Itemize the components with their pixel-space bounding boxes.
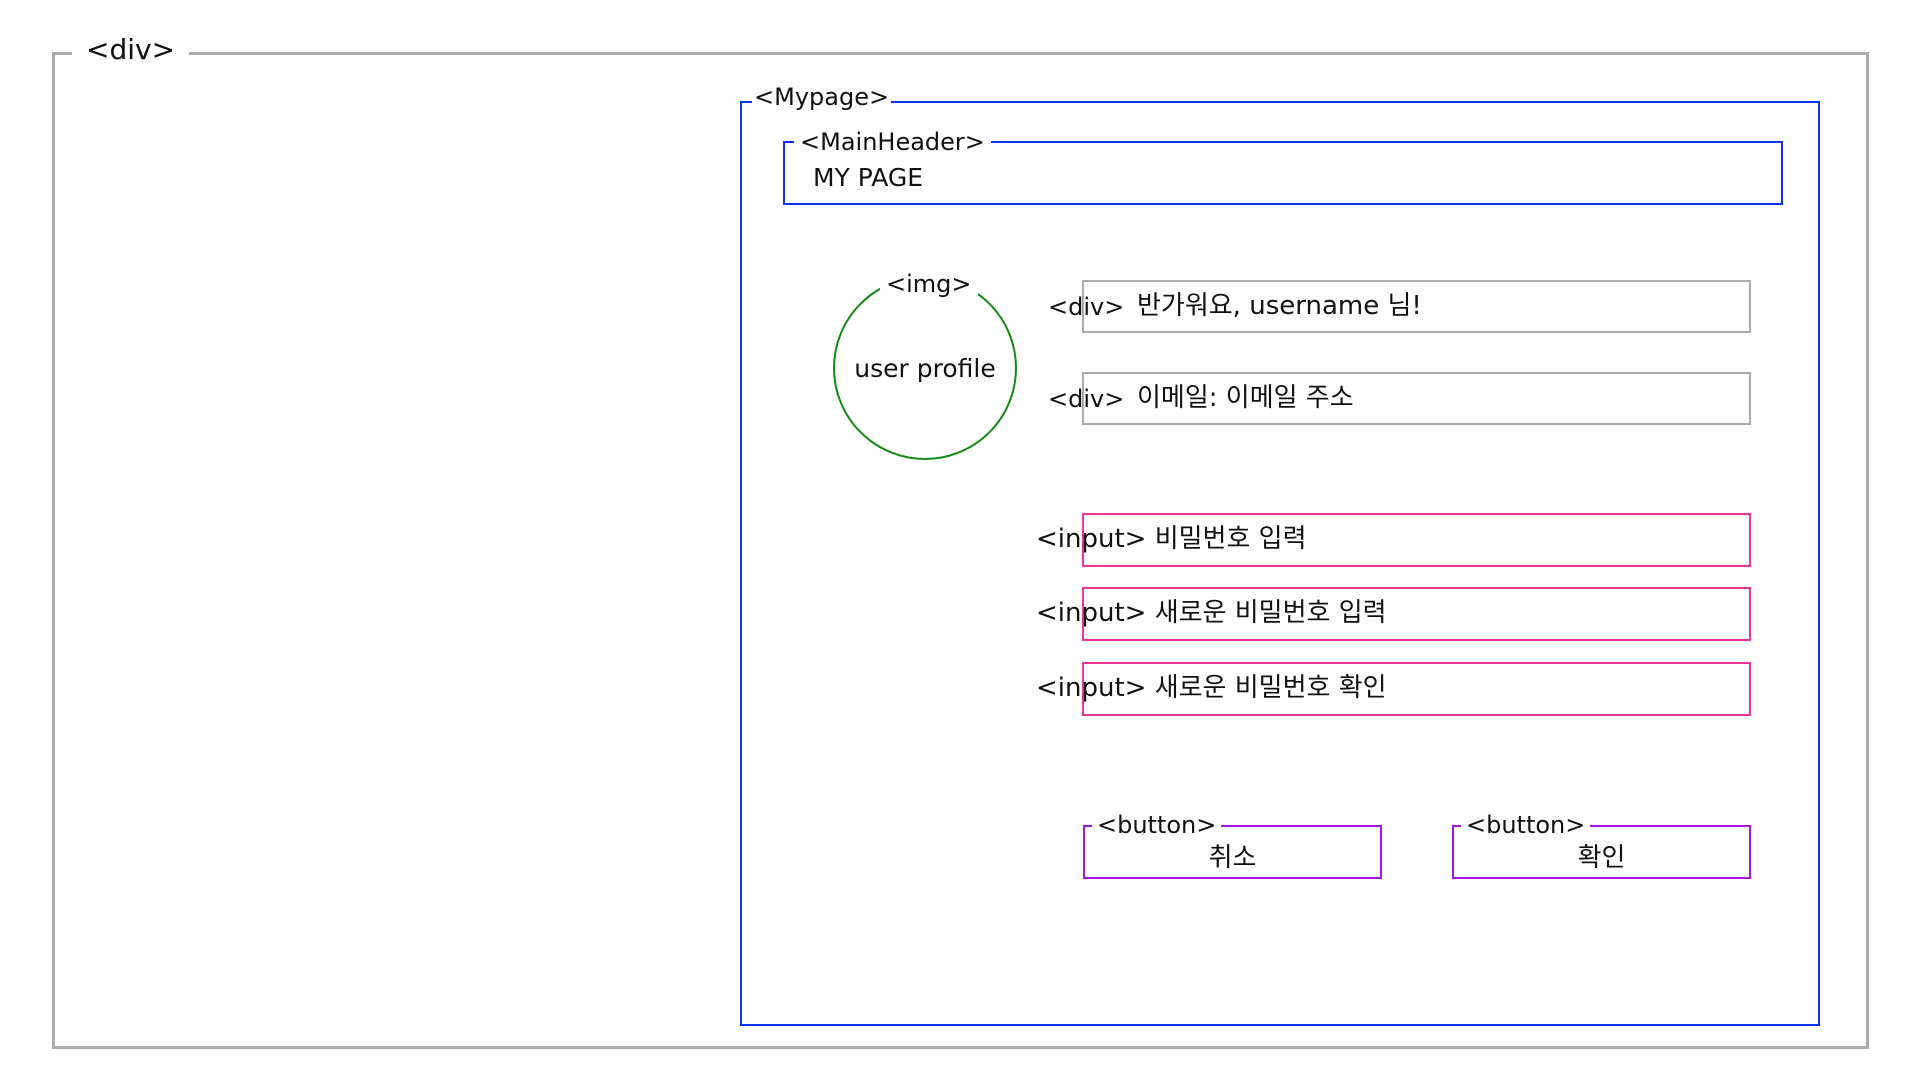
input-placeholder: 새로운 비밀번호 입력 (1154, 598, 1387, 628)
current-password-input[interactable] (1082, 513, 1751, 567)
greeting-div-tag-label: <div> (1048, 293, 1125, 321)
new-password-input[interactable] (1082, 587, 1751, 641)
mypage-component (740, 101, 1820, 1026)
img-tag-label: <img> (880, 272, 978, 296)
confirm-button[interactable] (1452, 825, 1751, 879)
confirm-new-password-input-label: <input> 새로운 비밀번호 확인 (1036, 675, 1387, 701)
main-header-tag-label: <MainHeader> (794, 130, 991, 154)
cancel-button-label[interactable]: 취소 (1208, 843, 1257, 873)
outer-div-tag-label: <div> (72, 36, 190, 64)
input-tag: <input> (1036, 524, 1147, 554)
input-tag: <input> (1036, 673, 1147, 703)
greeting-div (1082, 280, 1751, 333)
current-password-input-label: <input> 비밀번호 입력 (1036, 526, 1307, 552)
email-div (1082, 372, 1751, 425)
confirm-button-tag-label: <button> (1461, 813, 1591, 837)
user-profile-label: user profile (854, 354, 996, 383)
email-div-tag-label: <div> (1048, 385, 1125, 413)
new-password-input-label: <input> 새로운 비밀번호 입력 (1036, 600, 1387, 626)
main-header (783, 141, 1783, 205)
confirm-button-label[interactable]: 확인 (1577, 843, 1626, 873)
greeting-text: 반가워요, username 님! (1137, 291, 1422, 321)
mypage-tag-label: <Mypage> (752, 83, 892, 111)
cancel-button-tag-label: <button> (1092, 813, 1222, 837)
confirm-new-password-input[interactable] (1082, 662, 1751, 716)
page-title: MY PAGE (813, 163, 924, 192)
input-tag: <input> (1036, 598, 1147, 628)
email-text: 이메일: 이메일 주소 (1137, 383, 1354, 413)
cancel-button[interactable] (1083, 825, 1382, 879)
input-placeholder: 새로운 비밀번호 확인 (1154, 673, 1387, 703)
input-placeholder: 비밀번호 입력 (1154, 524, 1307, 554)
outer-div-container (52, 52, 1869, 1049)
